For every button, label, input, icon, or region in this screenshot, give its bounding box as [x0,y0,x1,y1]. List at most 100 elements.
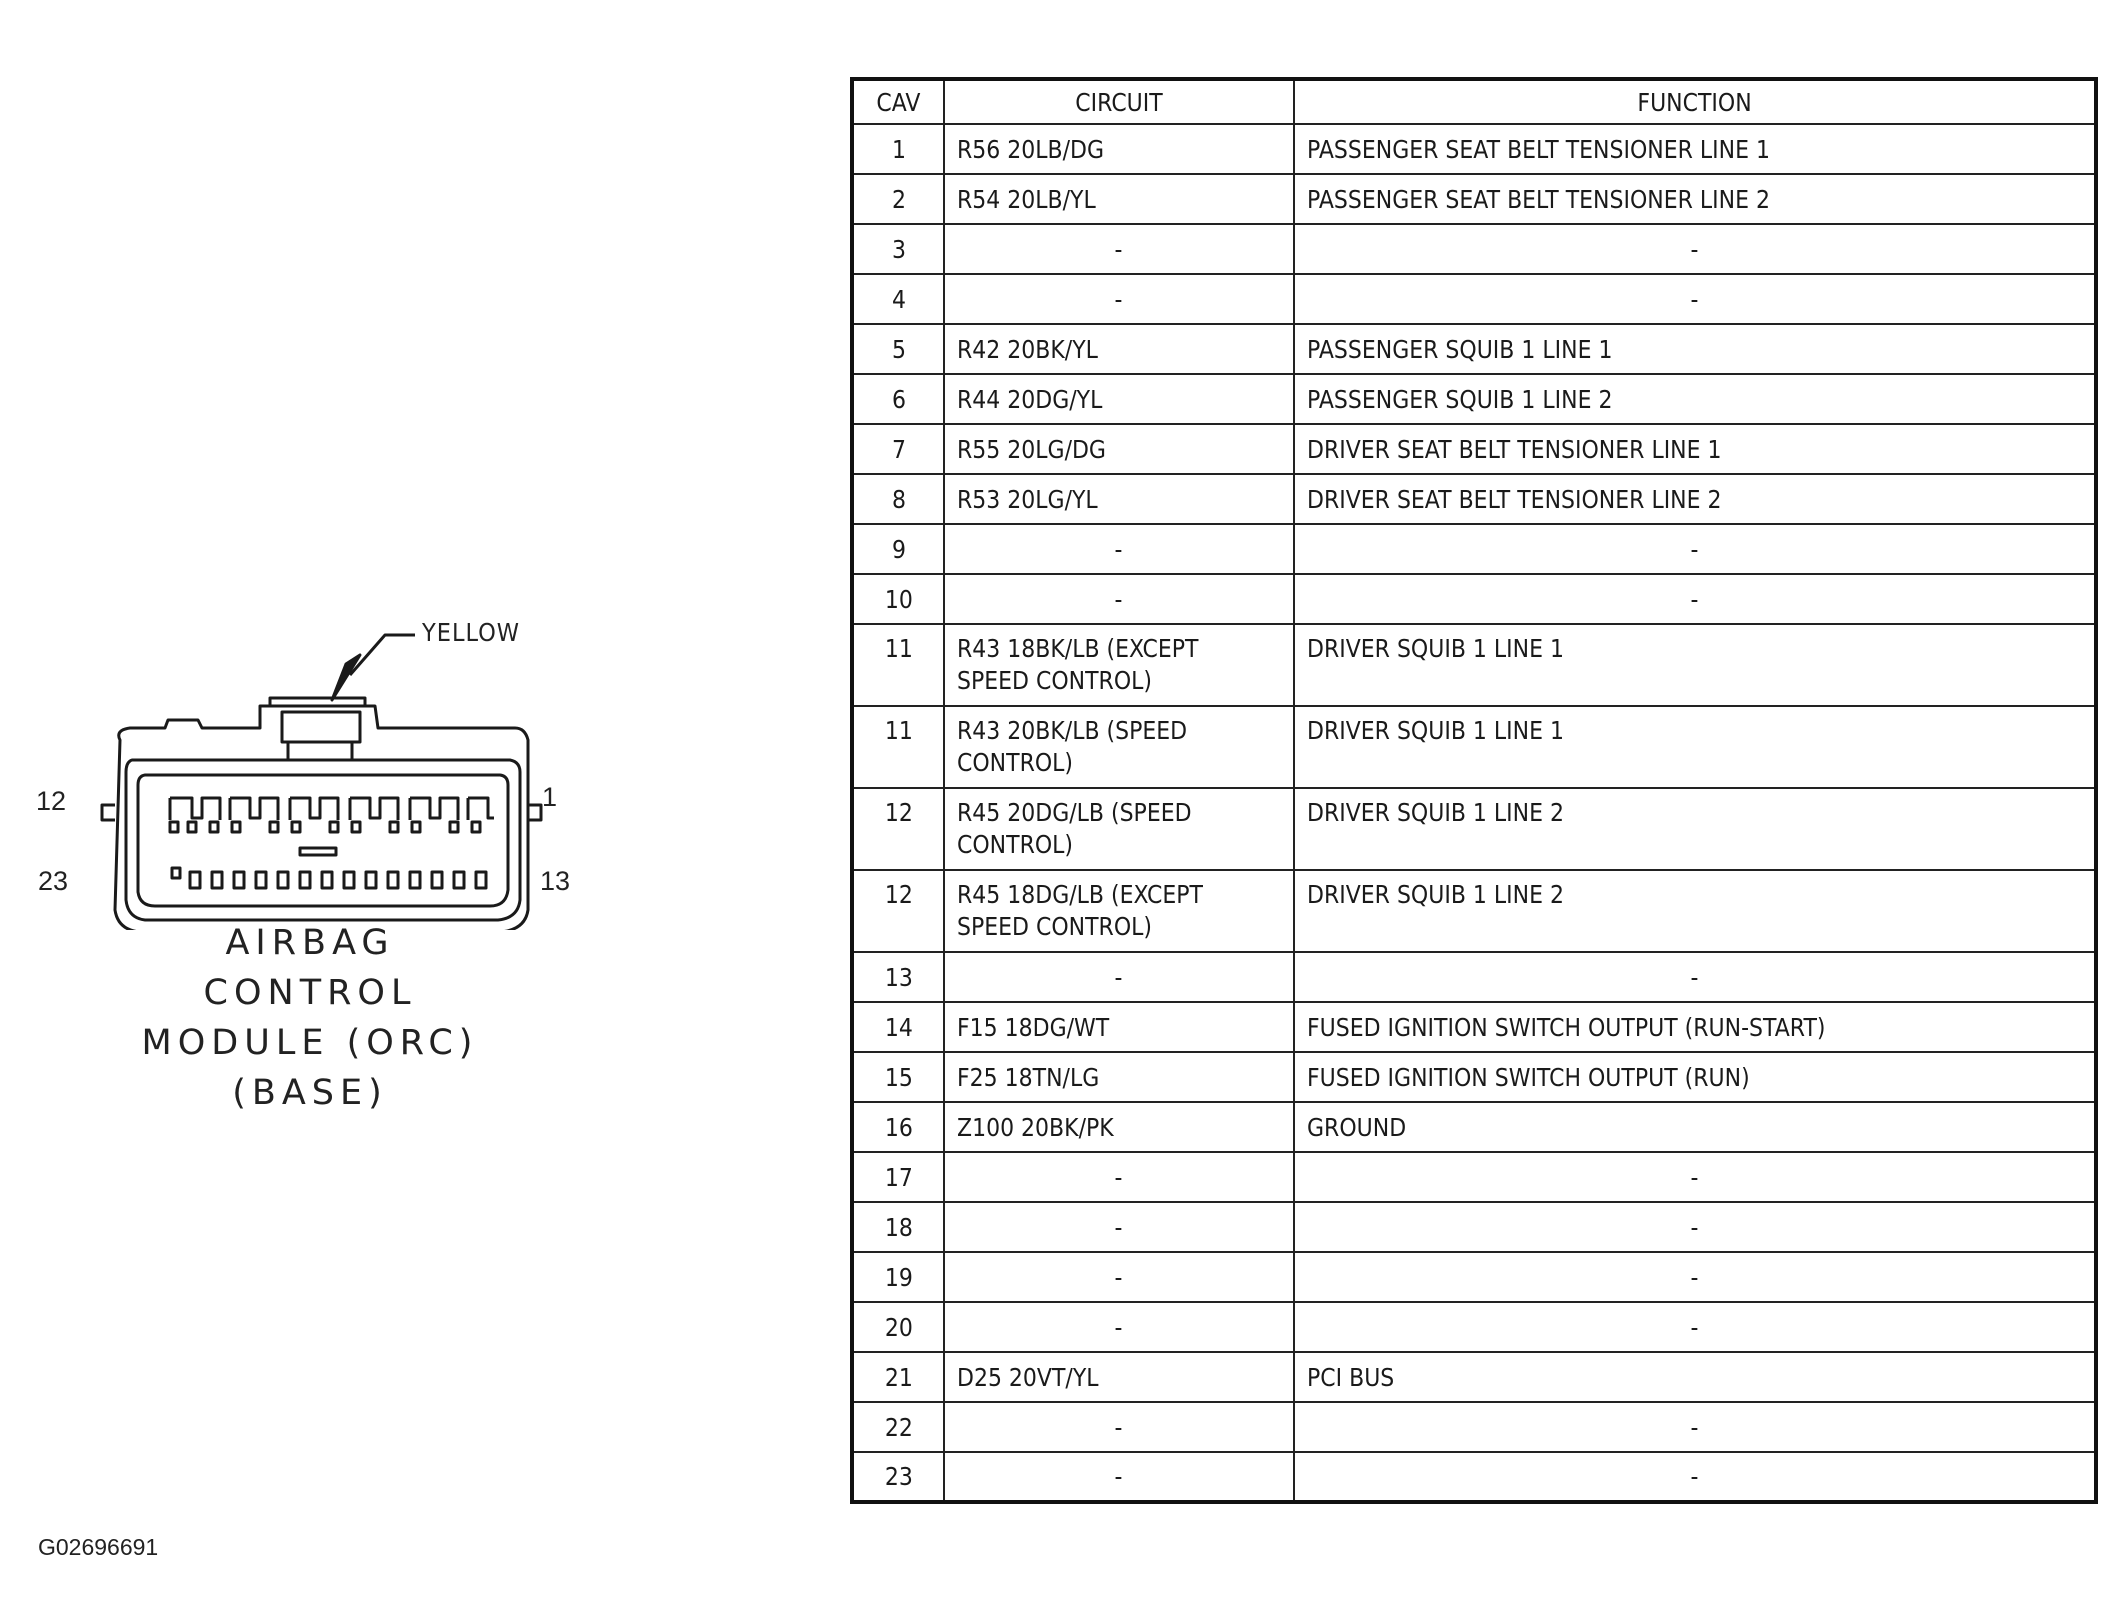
top-pin-row [168,796,494,834]
table-row: 17-- [851,1151,2097,1203]
pin-label-23: 23 [38,866,69,896]
cav-cell-text: 5 [891,334,906,364]
function-cell: - [1293,523,2097,575]
table-row: 11 R43 18BK/LB (EXCEPT SPEED CONTROL)DRIV… [851,623,2097,707]
circuit-cell: - [943,273,1295,325]
cav-cell-text: 10 [884,584,913,614]
table-row: 14 F15 18DG/WT FUSED IGNITION SWITCH OUTPU… [851,1001,2097,1053]
header-circuit: CIRCUIT [964,78,1274,125]
cav-cell-text: 9 [891,534,906,564]
circuit-cell: R54 20LB/YL [943,173,1295,225]
cav-cell-text: 12 [884,798,913,827]
cav-cell: 14 [851,1001,945,1053]
cav-cell-text: 13 [884,962,913,992]
function-cell: - [1293,1451,2097,1503]
circuit-cell: F15 18DG/WT [943,1001,1295,1053]
function-cell-text: DRIVER SQUIB 1 LINE 2 [1307,880,1564,909]
function-cell-text: - [1690,1162,1699,1192]
circuit-cell-text: R53 20LG/YL [957,484,1098,514]
cav-cell-text: 16 [884,1112,913,1142]
connector-inner-housing [124,758,522,922]
cav-cell: 7 [851,423,945,475]
circuit-cell: - [943,1451,1295,1503]
function-cell-text: - [1690,962,1699,992]
circuit-cell: R43 18BK/LB (EXCEPT SPEED CONTROL) [943,623,1295,707]
function-cell-text: PASSENGER SEAT BELT TENSIONER LINE 1 [1307,134,1771,164]
function-cell: - [1293,1401,2097,1453]
circuit-cell-text: - [1115,1312,1123,1342]
cav-cell: 12 [851,869,945,953]
table-row: 13-- [851,951,2097,1003]
function-cell-text: GROUND [1307,1112,1407,1142]
cav-cell-text: 18 [884,1212,913,1242]
table-row: 19-- [851,1251,2097,1303]
function-cell: FUSED IGNITION SWITCH OUTPUT (RUN-START) [1293,1001,2097,1053]
circuit-cell: D25 20VT/YL [943,1351,1295,1403]
connector-title-line: (BASE) [232,1073,388,1113]
cav-cell: 4 [851,273,945,325]
circuit-cell-text: - [1115,1212,1123,1242]
callout-leader-line [348,633,415,676]
circuit-cell-text: R54 20LB/YL [957,184,1096,214]
pin-label-13: 13 [540,866,571,896]
function-cell-text: - [1690,534,1699,564]
table-row: 12 R45 20DG/LB (SPEED CONTROL)DRIVER SQUI… [851,787,2097,871]
function-cell-text: FUSED IGNITION SWITCH OUTPUT (RUN-START) [1307,1012,1826,1042]
cav-cell-text: 1 [891,134,906,164]
circuit-cell: - [943,523,1295,575]
header-cav: CAV [856,78,940,125]
cav-cell-text: 11 [884,634,913,663]
function-cell-text: - [1690,1462,1699,1491]
cav-cell: 8 [851,473,945,525]
circuit-cell-text: - [1115,284,1123,314]
function-cell-text: - [1690,584,1699,614]
circuit-cell: R44 20DG/YL [943,373,1295,425]
circuit-cell: R45 20DG/LB (SPEED CONTROL) [943,787,1295,871]
table-row: 23-- [851,1451,2097,1503]
cav-cell: 1 [851,123,945,175]
cav-cell: 20 [851,1301,945,1353]
function-cell: GROUND [1293,1101,2097,1153]
circuit-cell-text: R43 20BK/LB (SPEED CONTROL) [957,716,1188,777]
circuit-cell: R55 20LG/DG [943,423,1295,475]
function-cell: DRIVER SQUIB 1 LINE 2 [1293,787,2097,871]
cav-cell: 22 [851,1401,945,1453]
function-cell: DRIVER SEAT BELT TENSIONER LINE 2 [1293,473,2097,525]
table-row: 1 R56 20LB/DG PASSENGER SEAT BELT TENSIONE… [851,123,2097,175]
cav-cell: 18 [851,1201,945,1253]
circuit-cell: R56 20LB/DG [943,123,1295,175]
table-row: 9 - - [851,523,2097,575]
cav-cell: 2 [851,173,945,225]
cav-cell: 21 [851,1351,945,1403]
cav-cell-text: 7 [891,434,906,464]
wire-color-callout: YELLOW [422,618,521,647]
function-cell: - [1293,573,2097,625]
circuit-cell-text: F15 18DG/WT [957,1012,1110,1042]
cav-cell: 23 [851,1451,945,1503]
circuit-cell-text: R45 18DG/LB (EXCEPT SPEED CONTROL) [957,880,1203,941]
keying-slot [298,846,338,857]
function-cell: DRIVER SQUIB 1 LINE 1 [1293,623,2097,707]
table-row: 8 R53 20LG/YL DRIVER SEAT BELT TENSIONER L… [851,473,2097,525]
circuit-cell-text: - [1115,584,1123,614]
cav-cell-text: 17 [884,1162,913,1192]
connector-latch [268,696,367,744]
connector-title: AIRBAG CONTROL MODULE (ORC) (BASE) [100,918,520,1118]
table-row: 20-- [851,1301,2097,1353]
function-cell: - [1293,1201,2097,1253]
connector-title-line: MODULE (ORC) [141,1023,479,1063]
table-row: 10 - - [851,573,2097,625]
function-cell: FUSED IGNITION SWITCH OUTPUT (RUN) [1293,1051,2097,1103]
bottom-pin-row [170,866,488,890]
cav-cell-text: 2 [891,184,906,214]
circuit-cell-text: R44 20DG/YL [957,384,1103,414]
function-cell: - [1293,223,2097,275]
circuit-cell: - [943,1301,1295,1353]
function-cell-text: - [1690,234,1699,264]
circuit-cell-text: R42 20BK/YL [957,334,1098,364]
